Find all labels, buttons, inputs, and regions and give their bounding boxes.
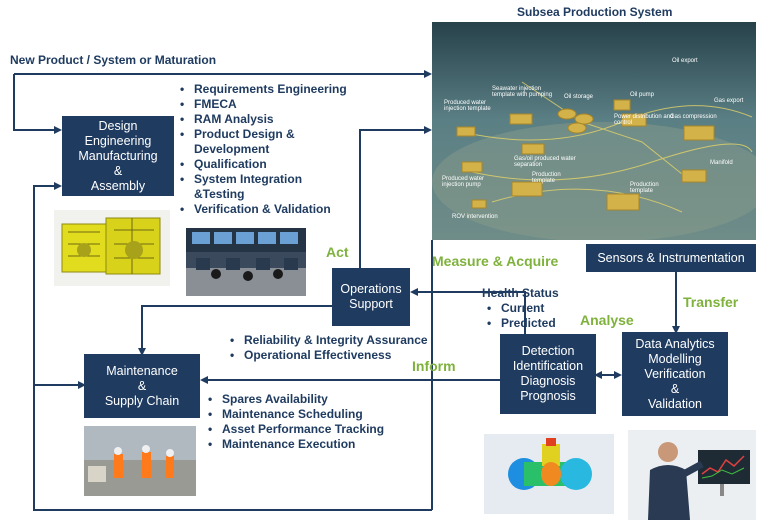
act-label: Act	[326, 244, 349, 260]
analytics-line-5: Validation	[648, 396, 702, 411]
measure-acquire-label: Measure & Acquire	[432, 253, 559, 269]
act-arrow	[359, 126, 432, 268]
label-gas-export: Gas export	[714, 98, 744, 104]
design-item: System Integration &Testing	[180, 172, 355, 202]
design-line-3: Manufacturing	[78, 148, 158, 163]
operations-line-1: Operations	[340, 282, 402, 296]
to-design-arrow	[13, 74, 62, 134]
data-analytics-box: Data Analytics Modelling Verification & …	[622, 332, 728, 416]
design-item: FMECA	[180, 97, 355, 112]
detection-box: Detection Identification Diagnosis Progn…	[500, 334, 596, 414]
sensors-label: Sensors & Instrumentation	[597, 250, 745, 265]
maintenance-activities-list: Spares Availability Maintenance Scheduli…	[208, 392, 408, 452]
operations-item: Operational Effectiveness	[230, 348, 450, 363]
transfer-label: Transfer	[683, 294, 739, 310]
label-production-template-2: Production template	[630, 182, 659, 194]
sensors-instrumentation-box: Sensors & Instrumentation	[586, 244, 756, 272]
operations-line-2: Support	[349, 297, 393, 311]
label-gas-liquid: Gas/oil produced water separation	[514, 156, 576, 168]
design-item: Product Design & Development	[180, 127, 355, 157]
ops-to-maintenance-arrow	[138, 305, 332, 356]
label-produced-water: Produced water injection template	[444, 100, 491, 112]
maintenance-item: Asset Performance Tracking	[208, 422, 408, 437]
design-engineering-box: Design Engineering Manufacturing & Assem…	[62, 116, 174, 196]
maintenance-item: Maintenance Execution	[208, 437, 408, 452]
outer-loop-to-maintenance	[33, 381, 432, 511]
detection-line-2: Identification	[512, 359, 584, 373]
detection-line-4: Prognosis	[520, 389, 576, 403]
control-room-photo	[186, 228, 306, 296]
design-item: Verification & Validation	[180, 202, 355, 217]
analytics-line-4: &	[670, 381, 680, 396]
design-item: Requirements Engineering	[180, 82, 355, 97]
inform-label: Inform	[412, 358, 456, 374]
health-status-title: Health Status	[482, 286, 559, 300]
label-oil-storage: Oil storage	[564, 94, 594, 100]
design-line-2: Engineering	[84, 133, 152, 148]
label-power: Power distribution and control	[614, 114, 674, 126]
analytics-line-3: Verification	[644, 366, 706, 381]
detection-line-1: Detection	[521, 344, 575, 358]
fea-valve-image	[484, 434, 614, 514]
design-activities-list: Requirements Engineering FMECA RAM Analy…	[180, 82, 355, 217]
analyst-photo	[628, 430, 756, 520]
outer-loop-to-design	[33, 182, 62, 385]
label-produced-water-pump: Produced water injection pump	[442, 176, 485, 188]
maintenance-line-1: Maintenance	[106, 363, 178, 378]
maintenance-item: Spares Availability	[208, 392, 408, 407]
new-product-title: New Product / System or Maturation	[10, 53, 217, 67]
workers-photo	[84, 426, 196, 496]
maintenance-line-2: &	[137, 378, 147, 393]
label-manifold: Manifold	[710, 160, 733, 166]
label-oil-pump: Oil pump	[630, 92, 655, 98]
design-item: Qualification	[180, 157, 355, 172]
design-line-5: Assembly	[90, 178, 146, 193]
operations-activities-list: Reliability & Integrity Assurance Operat…	[230, 333, 450, 363]
subsea-title: Subsea Production System	[517, 5, 673, 19]
subsea-production-image: Oil export Seawater injection template w…	[432, 22, 756, 240]
health-status-list: Current Predicted	[487, 301, 577, 331]
design-line-1: Design	[98, 118, 138, 133]
design-item: RAM Analysis	[180, 112, 355, 127]
analyse-label: Analyse	[580, 312, 634, 328]
equipment-photo	[54, 210, 170, 286]
analytics-line-1: Data Analytics	[635, 336, 715, 351]
detection-line-3: Diagnosis	[520, 374, 576, 388]
operations-item: Reliability & Integrity Assurance	[230, 333, 450, 348]
operations-support-box: Operations Support	[332, 268, 410, 326]
maintenance-line-3: Supply Chain	[104, 393, 180, 408]
label-oil-export: Oil export	[672, 58, 698, 64]
label-rov: ROV intervention	[452, 214, 498, 220]
maintenance-supply-box: Maintenance & Supply Chain	[84, 354, 200, 418]
label-seawater: Seawater injection template with pumping	[492, 86, 553, 98]
design-line-4: &	[113, 163, 123, 178]
label-gas-compression: Gas compression	[670, 114, 717, 120]
label-production-template: Production template	[532, 172, 561, 184]
health-status-item: Current	[487, 301, 577, 316]
maintenance-item: Maintenance Scheduling	[208, 407, 408, 422]
analytics-line-2: Modelling	[648, 351, 702, 366]
health-status-item: Predicted	[487, 316, 577, 331]
